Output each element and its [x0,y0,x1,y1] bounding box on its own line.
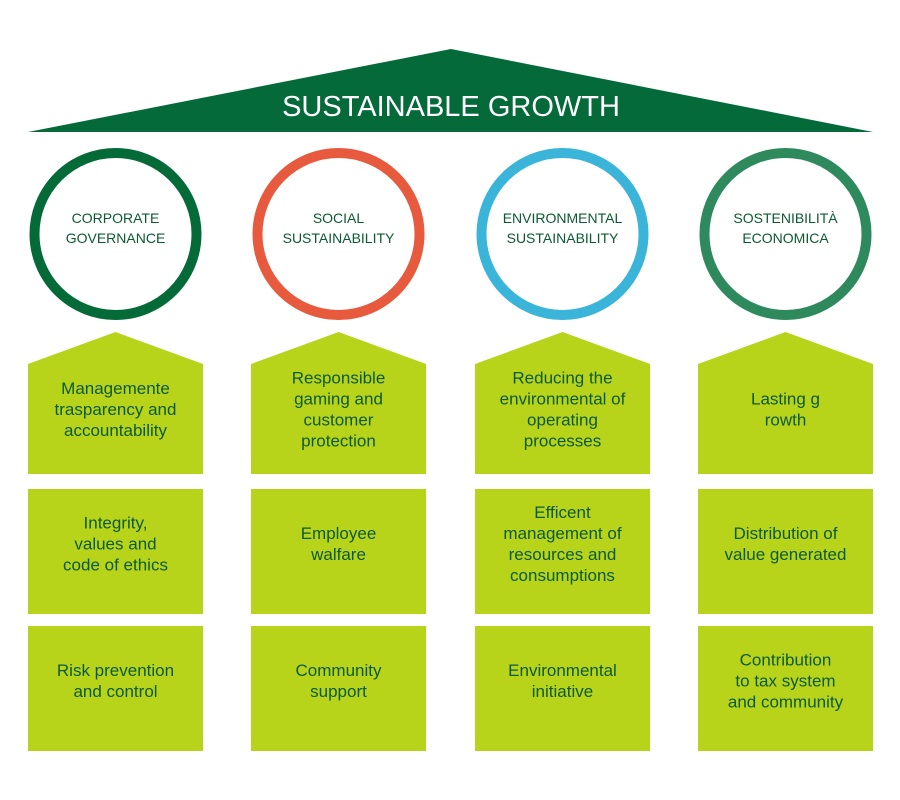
pillar-block [251,626,426,751]
pillar-block [28,489,203,614]
pillar-block [475,626,650,751]
pillar-block [28,626,203,751]
pillar-block [251,489,426,614]
pillar-block-arrow [28,332,203,474]
roof-title: SUSTAINABLE GROWTH [282,91,620,123]
pillar-ring [476,148,649,320]
pillar-block-arrow [698,332,873,474]
pillar-block [475,489,650,614]
pillar-ring [252,148,425,320]
pillar-block [698,489,873,614]
pillar-ring [29,148,202,320]
pillar-ring [699,148,872,320]
pillar-block-arrow [475,332,650,474]
pillar-block-arrow [251,332,426,474]
roof [28,49,873,132]
pillar-block [698,626,873,751]
